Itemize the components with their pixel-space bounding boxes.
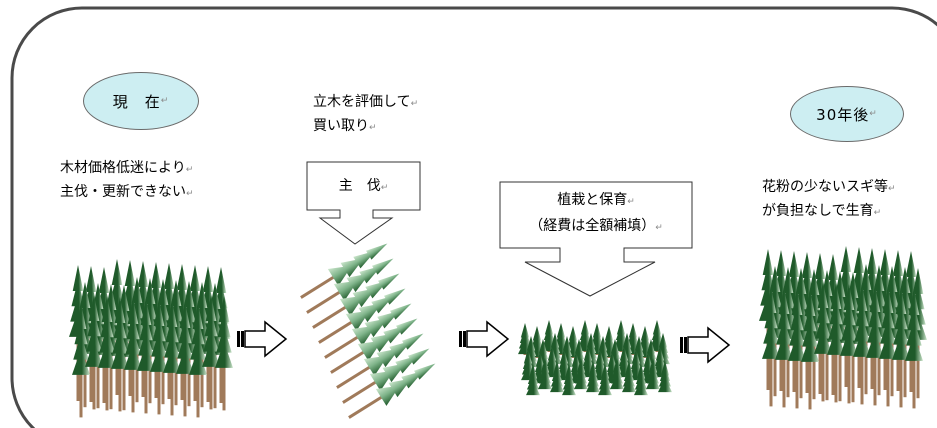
tree-icon	[853, 285, 871, 405]
planting-callout	[499, 181, 693, 297]
fallen-tree-icon	[330, 318, 418, 374]
tree-icon	[646, 358, 660, 390]
tree-icon	[788, 289, 806, 409]
current-label-text: 現 在	[112, 92, 161, 111]
tree-icon	[124, 298, 142, 413]
tree-icon	[521, 349, 535, 381]
tree-icon	[905, 289, 923, 409]
tree-icon	[85, 295, 103, 410]
fallen-tree-icon	[312, 273, 400, 329]
tree-icon	[634, 364, 648, 396]
harvest-label: 主 伐	[338, 178, 381, 194]
tree-icon	[840, 284, 858, 404]
tree-icon	[801, 290, 819, 410]
tree-icon	[550, 361, 564, 393]
tree-icon	[163, 301, 181, 416]
tree-icon	[542, 320, 556, 352]
middle-description: 立木を評価して↵ 買い取り↵	[313, 91, 418, 139]
tree-icon	[98, 296, 116, 411]
tree-icon	[598, 364, 612, 396]
tree-icon	[526, 364, 540, 396]
right-line-2: が負担なしで生育	[762, 203, 874, 219]
paragraph-mark: ↵	[655, 223, 663, 233]
tree-icon	[827, 283, 845, 403]
paragraph-mark: ↵	[369, 123, 377, 133]
fallen-tree-icon	[336, 333, 424, 389]
mature-forest	[69, 259, 233, 418]
tree-icon	[176, 302, 194, 417]
fallen-tree-icon	[342, 348, 430, 404]
paragraph-mark: ↵	[410, 99, 419, 109]
young-plantation	[518, 320, 672, 396]
tree-icon	[562, 364, 576, 396]
tree-icon	[622, 361, 636, 393]
fallen-tree-icon	[324, 303, 412, 359]
tree-icon	[775, 288, 793, 408]
tree-icon	[189, 303, 207, 418]
paragraph-mark: ↵	[627, 197, 635, 207]
tree-icon	[658, 361, 672, 393]
future-forest	[759, 246, 927, 410]
left-line-2: 主伐・更新できない	[60, 184, 186, 200]
tree-icon	[538, 358, 552, 390]
right-description: 花粉の少ないスギ等↵ が負担なしで生育↵	[762, 176, 896, 224]
tree-icon	[72, 303, 90, 418]
fallen-tree-icon	[300, 243, 388, 299]
planting-label-1: 植栽と保育	[557, 192, 628, 208]
harvest-callout-text: 主 伐↵	[307, 174, 420, 200]
tree-icon	[215, 296, 233, 411]
mid-line-1: 立木を評価して	[313, 94, 411, 110]
tree-icon	[111, 297, 129, 412]
tree-icon	[150, 300, 168, 415]
tree-icon	[137, 299, 155, 414]
current-label: 現 在↵	[83, 72, 199, 130]
mid-line-2: 買い取り	[313, 118, 369, 134]
outer-frame	[10, 6, 937, 428]
harvested-logs	[300, 243, 436, 419]
planting-label-2: （経費は全額補填）	[529, 218, 656, 234]
tree-icon	[866, 286, 884, 406]
tree-icon	[879, 287, 897, 407]
planting-callout-text: 植栽と保育↵ （経費は全額補填）↵	[500, 188, 692, 240]
harvest-callout	[306, 161, 421, 245]
tree-icon	[762, 287, 780, 407]
left-line-1: 木材価格低迷により	[60, 160, 186, 176]
paragraph-mark: ↵	[873, 208, 882, 218]
tree-icon	[586, 361, 600, 393]
arrow-right-1	[237, 320, 288, 358]
paragraph-mark: ↵	[869, 109, 878, 119]
tree-icon	[814, 282, 832, 402]
paragraph-mark: ↵	[380, 183, 389, 193]
paragraph-mark: ↵	[186, 189, 194, 199]
fallen-tree-icon	[318, 288, 406, 344]
tree-icon	[574, 358, 588, 390]
right-line-1: 花粉の少ないスギ等	[762, 179, 888, 195]
paragraph-mark: ↵	[888, 184, 896, 194]
paragraph-mark: ↵	[160, 96, 170, 106]
left-description: 木材価格低迷により↵ 主伐・更新できない↵	[60, 157, 194, 205]
future-label: 30年後↵	[790, 86, 904, 142]
future-label-text: 30年後	[816, 105, 870, 124]
fallen-tree-icon	[306, 258, 394, 314]
paragraph-mark: ↵	[185, 165, 194, 175]
tree-icon	[892, 288, 910, 408]
arrow-right-2	[459, 320, 510, 358]
fallen-tree-icon	[348, 363, 436, 419]
tree-icon	[610, 358, 624, 390]
tree-icon	[202, 295, 220, 410]
arrow-right-3	[680, 326, 731, 364]
